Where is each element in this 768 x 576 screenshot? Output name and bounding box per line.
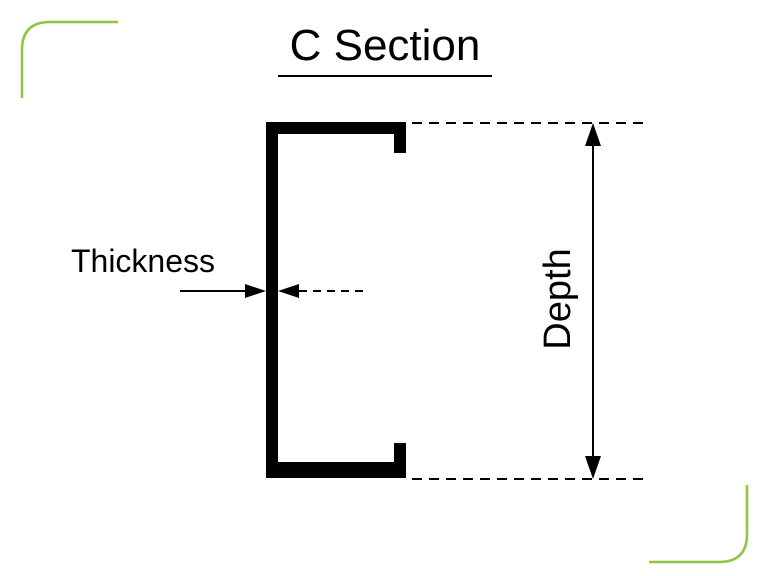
c-section-shape [266,122,406,478]
page-title: C Section [278,20,492,77]
depth-dimension-arrow [585,123,601,479]
thickness-left-arrow [180,284,266,298]
depth-arrowhead-down-icon [585,456,601,479]
depth-arrowhead-up-icon [585,123,601,146]
thickness-arrowhead-right-icon [245,284,266,298]
depth-label: Depth [537,248,579,350]
thickness-label: Thickness [70,243,216,279]
thickness-arrowhead-left-icon [278,284,299,298]
corner-accent-top-left [20,20,118,98]
corner-accent-bottom-right [649,485,749,564]
thickness-right-arrow [278,284,368,298]
